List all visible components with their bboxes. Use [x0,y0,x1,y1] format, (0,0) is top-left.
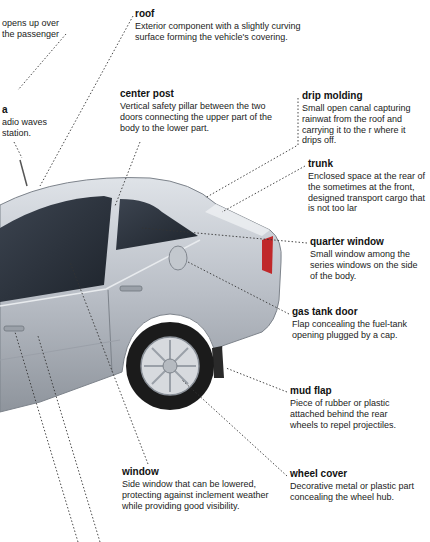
part-name: gas tank door [292,306,427,318]
part-name: roof [135,8,330,20]
part-description: Small open canal capturing rainwat from … [302,103,427,146]
part-description: Decorative metal or plastic part conceal… [290,481,415,503]
part-description: opens up over the passenger [2,18,68,40]
part-name: mud flap [290,385,415,397]
hub [163,359,177,373]
antenna [20,160,27,186]
wheel-spokes [144,340,196,392]
car-body [0,178,281,412]
door-handle [120,286,142,291]
wheel-cover [141,337,199,395]
tail-light [262,236,273,274]
door-seam [108,290,112,372]
trunk-lid [205,204,270,236]
part-name: drip molding [302,90,427,102]
part-name: trunk [308,158,427,170]
tire [126,322,214,410]
part-name: quarter window [310,236,427,248]
part-name: wheel cover [290,468,415,480]
quarter-window [116,199,198,250]
part-description: Side window that can be lowered, protect… [122,479,287,511]
part-name: window [122,466,287,478]
leader-lines [14,16,307,542]
part-description: Piece of rubber or plastic attached behi… [290,398,415,430]
belt-line [0,240,200,306]
part-description: Vertical safety pillar between the two d… [120,101,285,133]
part-description: Enclosed space at the rear of the someti… [308,171,427,214]
part-description: adio waves station. [2,117,58,139]
side-window [0,196,112,302]
part-description: Flap concealing the fuel-tank opening pl… [292,319,427,341]
part-name: center post [120,88,285,100]
door-handle [4,326,24,331]
part-name: a [2,104,62,116]
gas-tank-door [169,246,187,270]
part-description: Small window among the series windows on… [310,249,427,281]
part-description: Exterior component with a slightly curvi… [135,21,330,43]
